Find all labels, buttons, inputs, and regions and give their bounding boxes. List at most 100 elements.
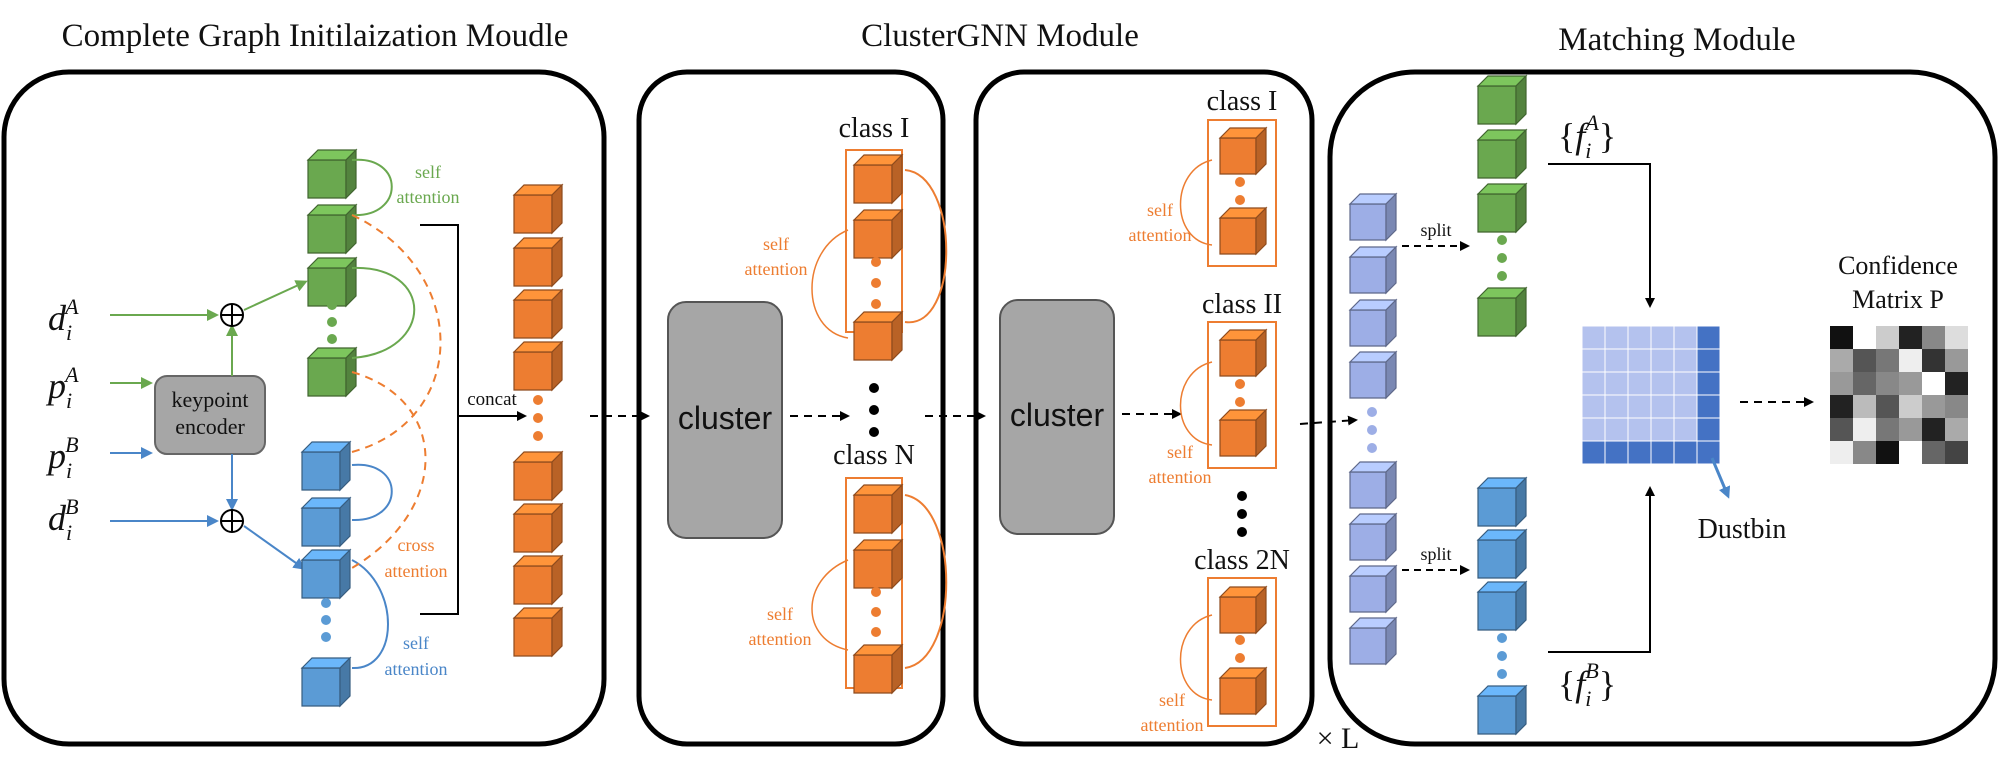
cluster-box-2 xyxy=(999,299,1115,535)
green-node-cube xyxy=(306,346,358,398)
blue-feature-dot xyxy=(1497,651,1507,661)
lavender-node-cube xyxy=(1348,298,1398,348)
self-attention-arc-green-2 xyxy=(351,266,416,359)
gnn2-self-2: self xyxy=(1167,442,1193,462)
confidence-cell xyxy=(1830,349,1853,372)
green-feature-cube xyxy=(1476,74,1528,126)
green-feature-dot xyxy=(1497,271,1507,281)
gnn2-attention-1: attention xyxy=(1129,225,1192,245)
gnn1-outer-arc-2 xyxy=(904,494,948,669)
score-cell xyxy=(1581,417,1606,442)
blue-node-cube xyxy=(300,496,352,548)
score-cell xyxy=(1627,348,1652,373)
concat-node-cube xyxy=(512,236,564,288)
concat-node-cube xyxy=(512,606,564,658)
class-node-dot xyxy=(871,278,881,288)
confidence-cell xyxy=(1922,418,1945,441)
confidence-cell xyxy=(1922,349,1945,372)
confidence-cell xyxy=(1899,395,1922,418)
class-node-cube xyxy=(852,153,904,205)
score-cell xyxy=(1604,394,1629,419)
cross-attention-arc-1 xyxy=(351,214,442,453)
score-cell xyxy=(1650,348,1675,373)
sum-icon-a xyxy=(220,303,244,327)
class-node-cube xyxy=(852,310,904,362)
confidence-cell xyxy=(1899,372,1922,395)
lavender-node-cubes xyxy=(1348,192,1398,666)
class-2-label: class II xyxy=(1202,289,1282,320)
dustbin-cell xyxy=(1650,440,1675,465)
blue-feature-cube xyxy=(1476,528,1528,580)
score-cell xyxy=(1650,394,1675,419)
concat-node-cube xyxy=(512,183,564,235)
confidence-cell xyxy=(1830,441,1853,464)
confidence-cell xyxy=(1922,372,1945,395)
class-2n-group xyxy=(1207,577,1277,727)
concat-node-dot xyxy=(533,395,543,405)
class-node-dot xyxy=(871,299,881,309)
confidence-cell xyxy=(1899,349,1922,372)
blue-feature-cube xyxy=(1476,476,1528,528)
gnn2-attention-2: attention xyxy=(1149,467,1212,487)
confidence-cell xyxy=(1853,395,1876,418)
arrow-fB-score xyxy=(1548,486,1655,653)
blue-node-dot xyxy=(321,632,331,642)
confidence-cell xyxy=(1830,395,1853,418)
class-node-dot xyxy=(1235,635,1245,645)
encoder-label-1: keypoint xyxy=(172,387,249,412)
green-node-dot xyxy=(327,317,337,327)
arrow-fA-score xyxy=(1548,163,1655,308)
confidence-cell xyxy=(1876,326,1899,349)
class-node-dot xyxy=(871,607,881,617)
concat-node-cube xyxy=(512,502,564,554)
gnn1-self-1: self xyxy=(763,234,789,254)
confidence-cell xyxy=(1945,372,1968,395)
score-cell xyxy=(1627,417,1652,442)
concat-bracket xyxy=(420,224,459,615)
class-node-cube xyxy=(1218,126,1268,176)
confidence-cell xyxy=(1830,372,1853,395)
confidence-cell xyxy=(1945,418,1968,441)
class-node-dot xyxy=(1235,653,1245,663)
class-2n-label: class 2N xyxy=(1194,545,1290,576)
gnn2-self-arc-2 xyxy=(1179,361,1213,446)
score-cell xyxy=(1604,325,1629,350)
class-node-cube xyxy=(852,538,904,590)
class-1-label: class I xyxy=(839,113,910,144)
confidence-cell xyxy=(1853,441,1876,464)
split-label-bottom: split xyxy=(1420,544,1451,564)
dustbin-cell xyxy=(1696,440,1721,465)
dustbin-cell xyxy=(1673,440,1698,465)
gnn1-attention-2: attention xyxy=(749,629,812,649)
attention-label-green: attention xyxy=(397,187,460,207)
lavender-node-dot xyxy=(1367,407,1377,417)
confidence-cell xyxy=(1945,441,1968,464)
confidence-cell xyxy=(1922,326,1945,349)
gnn-panel-2 xyxy=(973,69,1315,747)
concat-node-dot xyxy=(533,413,543,423)
gnn1-ellipsis xyxy=(869,383,879,437)
input-desc-b: diB xyxy=(48,494,79,545)
score-cell xyxy=(1673,348,1698,373)
confidence-cell xyxy=(1830,418,1853,441)
score-cell xyxy=(1673,325,1698,350)
confidence-cell xyxy=(1899,441,1922,464)
green-feature-dot xyxy=(1497,235,1507,245)
blue-feature-dot xyxy=(1497,633,1507,643)
class-node-dot xyxy=(1235,379,1245,389)
dustbin-cell xyxy=(1604,440,1629,465)
matching-module-panel xyxy=(1327,69,1998,747)
lavender-node-dot xyxy=(1367,425,1377,435)
green-feature-cube xyxy=(1476,182,1528,234)
dustbin-arrow xyxy=(1710,457,1731,499)
confidence-cell xyxy=(1853,418,1876,441)
class-node-dot xyxy=(1235,195,1245,205)
confidence-cell xyxy=(1830,326,1853,349)
sum-icon-b xyxy=(220,509,244,533)
green-feature-cube xyxy=(1476,286,1528,338)
score-cell xyxy=(1627,371,1652,396)
green-node-cube xyxy=(306,148,358,200)
gnn1-outer-arc-1 xyxy=(904,169,948,324)
confidence-label-1: Confidence xyxy=(1838,251,1958,280)
confidence-cell xyxy=(1876,395,1899,418)
